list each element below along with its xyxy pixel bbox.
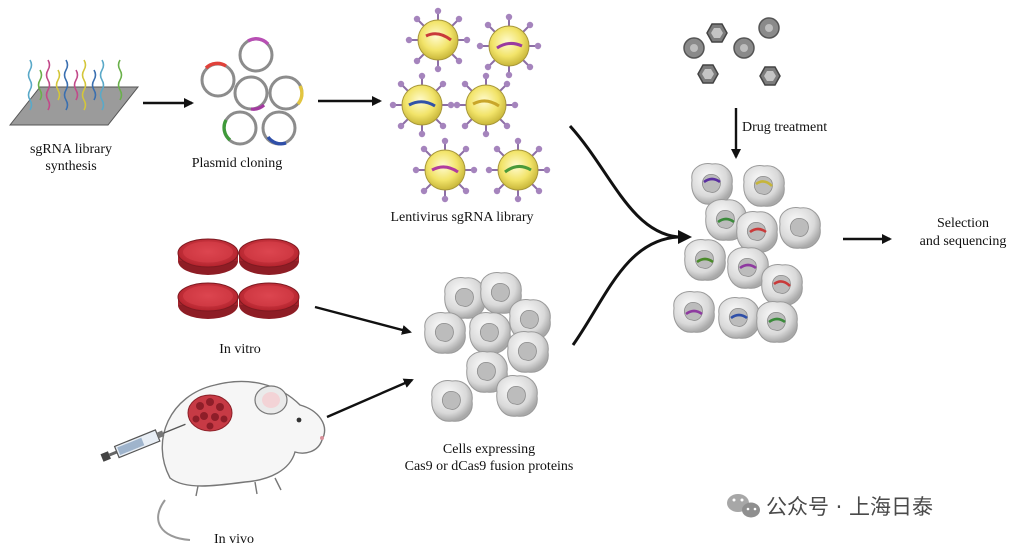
arrow-invitro-to-cells: [314, 305, 412, 335]
mouse-illustration: [157, 380, 326, 541]
syringe-icon: [100, 423, 186, 462]
petri-dishes: [177, 238, 300, 320]
arrow-invivo-to-cells: [326, 378, 414, 419]
lentivirus-sgrna-strands: [408, 32, 532, 174]
transduced-cells-cluster: [673, 163, 821, 343]
cas9-cells-cluster: [424, 272, 551, 422]
lentivirus-particles: [388, 6, 552, 204]
plasmid-inserts: [204, 37, 304, 146]
invitro-label: In vitro: [219, 342, 261, 357]
sgrna-label-line1: sgRNA library: [29, 142, 113, 157]
selection-label-line2: and sequencing: [919, 234, 1007, 249]
process-arrows: [143, 96, 892, 419]
invivo-label: In vivo: [213, 532, 255, 547]
cell-sgrna-strands: [685, 177, 791, 324]
drug-treatment-label: Drug treatment: [742, 120, 828, 135]
plasmid-rings: [200, 37, 304, 146]
plasmid-label: Plasmid cloning: [191, 156, 283, 171]
watermark-text: 公众号 · 上海日泰: [766, 495, 934, 519]
lentivirus-label: Lentivirus sgRNA library: [390, 210, 534, 225]
merge-bracket: [568, 124, 679, 346]
merge-arrowhead: [678, 230, 692, 244]
wechat-icon: [727, 494, 760, 518]
cells-label-line1: Cells expressing: [442, 442, 536, 457]
sgrna-library-plate: [8, 59, 140, 126]
sgrna-label-line2: synthesis: [45, 159, 97, 174]
cells-label-line2: Cas9 or dCas9 fusion proteins: [404, 459, 574, 474]
selection-label-line1: Selection: [936, 216, 990, 231]
drug-molecules: [683, 17, 781, 86]
